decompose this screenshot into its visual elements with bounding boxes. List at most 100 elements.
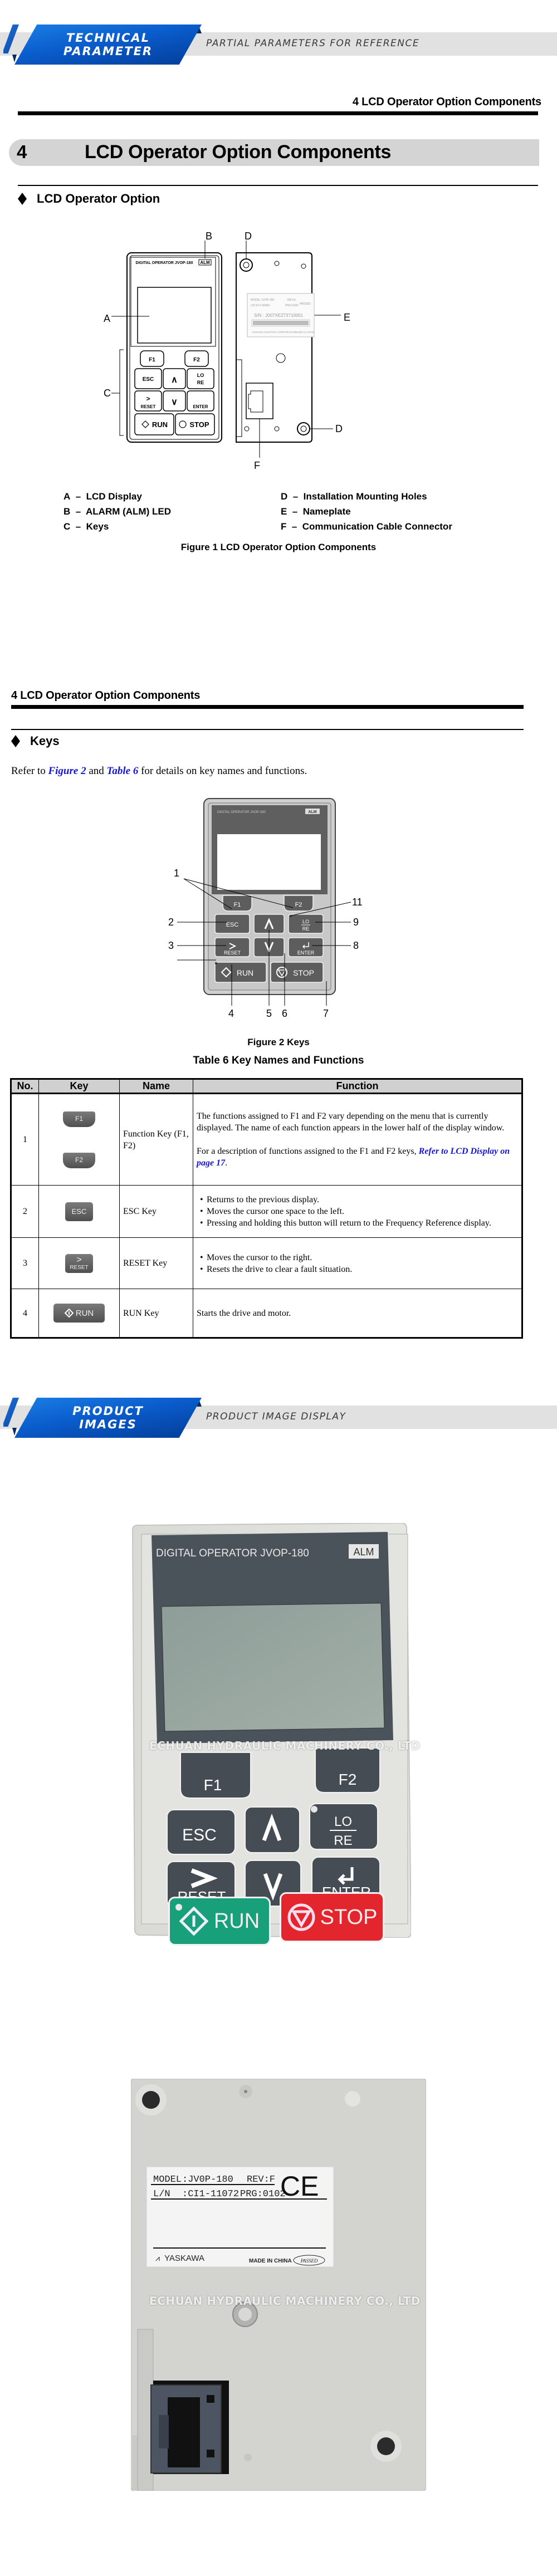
chapter-title: LCD Operator Option Components [85, 141, 392, 163]
table-row: 3 > RESET RESET Key Moves the cursor to … [11, 1237, 522, 1289]
photo-key-esc: ESC [182, 1826, 217, 1844]
nameplate-text: MODEL :JV0P-180 REV:F L/N :CI1-11072 PRG… [153, 2175, 286, 2200]
nameplate-serial: S/N : J007XE273710001 [254, 313, 304, 318]
watermark-back: ECHUAN HYDRAULIC MACHINERY CO., LTD [149, 2294, 421, 2308]
col-no: No. [11, 1079, 39, 1094]
ce-mark-icon: CE [280, 2171, 319, 2202]
photo-key-run-label: RUN [213, 1909, 260, 1933]
row-key-cell: RUN [38, 1289, 120, 1338]
keys-intro-paragraph: Refer to Figure 2 and Table 6 for detail… [11, 765, 307, 777]
legend-item: E – Nameplate [281, 506, 351, 517]
key-f2-label: F2 [295, 902, 302, 908]
nameplate-brand: YASKAWA [164, 2254, 204, 2263]
key-f1-label: F1 [234, 902, 241, 908]
photo-key-f2: F2 [339, 1771, 357, 1788]
banner-ribbon: PRODUCT IMAGES [14, 1398, 202, 1438]
link-table-6[interactable]: Table 6 [106, 765, 139, 777]
callout-e: E [344, 312, 350, 323]
table-row: 4 RUN RUN Key Starts the drive and motor… [11, 1289, 522, 1338]
figure-1-caption: Figure 1 LCD Operator Option Components [180, 542, 377, 552]
function-text: The functions assigned to F1 and F2 vary… [197, 1111, 505, 1133]
section-rule [18, 185, 538, 186]
key-functions-table: No. Key Name Function 1 F1 F2 Function K… [10, 1078, 523, 1339]
row-key-cell: ESC [38, 1185, 120, 1238]
row-no: 4 [11, 1289, 39, 1338]
link-figure-2[interactable]: Figure 2 [48, 765, 86, 777]
photo-stop-key: STOP [280, 1892, 384, 1942]
table-header-row: No. Key Name Function [11, 1079, 522, 1094]
section-rule [11, 729, 524, 730]
model-label: DIGITAL OPERATOR JVOP-180 [156, 1547, 309, 1559]
chapter-number: 4 [17, 141, 27, 162]
back-unit-drawing [236, 241, 341, 458]
alm-label: ALM [353, 1546, 374, 1558]
chapter-band [9, 139, 539, 166]
nameplate-ln: L/N SY1-00004 [251, 304, 270, 307]
key-labels: F1 F2 ESC LO RE RESET ENTER RUN STOP [224, 902, 315, 977]
nameplate-ln-label: L/N [153, 2189, 170, 2200]
run-diamond-icon [64, 1309, 74, 1318]
key-lo-label: LO [302, 919, 309, 924]
right-arrow-icon [190, 1868, 218, 1888]
row-key-cell: F1 F2 [38, 1093, 120, 1186]
callout-a: A [104, 313, 110, 324]
legend-item: B – ALARM (ALM) LED [63, 506, 171, 517]
header-rule [11, 705, 524, 709]
banner-title-line2: PARAMETER [63, 45, 153, 58]
row-name: ESC Key [119, 1185, 193, 1238]
section-title: Keys [30, 734, 60, 748]
alm-led-label: ALM [308, 810, 316, 814]
row-function: The functions assigned to F1 and F2 vary… [193, 1093, 522, 1186]
banner-subtitle: PARTIAL PARAMETERS FOR REFERENCE [206, 38, 420, 49]
key-stop-label: STOP [189, 420, 209, 429]
callout-11: 11 [352, 897, 363, 908]
key-f1-label: F1 [149, 357, 155, 363]
col-key: Key [38, 1079, 120, 1094]
banner-title-line1: TECHNICAL [66, 31, 150, 45]
function-bullet: Resets the drive to clear a fault situat… [197, 1263, 518, 1275]
row-key-cell: > RESET [38, 1237, 120, 1289]
key-run-label: RUN [152, 420, 168, 429]
table-row: 1 F1 F2 Function Key (F1, F2) The functi… [11, 1093, 522, 1186]
nameplate-model-label: MODEL [153, 2175, 182, 2185]
front-unit-model-label: DIGITAL OPERATOR JVOP-180 [136, 261, 193, 265]
alm-led-label: ALM [200, 260, 210, 265]
key-lo-label: LO [197, 373, 204, 378]
function-bullet: Moves the cursor one space to the left. [197, 1206, 518, 1217]
nameplate-rev: REV.A [287, 298, 296, 302]
callout-4: 4 [228, 1008, 234, 1019]
banner-title-line1: PRODUCT [72, 1404, 144, 1418]
right-arrow-icon [229, 943, 237, 949]
function-bullet: Returns to the previous display. [197, 1194, 518, 1206]
legend-item: D – Installation Mounting Holes [281, 491, 427, 502]
callout-7: 7 [323, 1008, 329, 1019]
down-arrow-icon [263, 1873, 283, 1901]
yaskawa-logo-icon: ⩘ [155, 2254, 160, 2262]
nameplate-drawing: MODEL JVOP-180 REV.A L/N SY1-00004 PRG 0… [247, 293, 315, 337]
nameplate-rev: REV:F [247, 2175, 275, 2185]
link-lcd-display-page-17[interactable]: Refer to LCD Display on page 17 [197, 1147, 510, 1168]
figure-1-legend-right: D – Installation Mounting Holes E – Name… [281, 489, 452, 534]
stop-icon [287, 1903, 315, 1931]
run-led [175, 1904, 182, 1911]
diamond-bullet-icon [11, 735, 20, 747]
key-right-label: > [146, 395, 150, 403]
key-esc-label: ESC [226, 922, 239, 928]
function-text: For a description of functions assigned … [197, 1147, 510, 1168]
function-bullet: Moves the cursor to the right. [197, 1252, 518, 1263]
key-re-label: RE [302, 926, 310, 932]
col-function: Function [193, 1079, 522, 1094]
banner-title-line2: IMAGES [79, 1418, 137, 1431]
key-enter-label: ENTER [297, 950, 315, 956]
callout-lines [177, 878, 351, 1006]
f1-key-icon: F1 [63, 1111, 95, 1127]
key-down-label: ∨ [171, 398, 178, 407]
row-name: RUN Key [119, 1289, 193, 1338]
nameplate-model-value: :JV0P-180 [182, 2175, 233, 2185]
key-run-label: RUN [237, 968, 253, 977]
run-diamond-icon [221, 967, 232, 978]
stop-circle-icon [276, 967, 287, 978]
nameplate-origin: MADE IN CHINA [249, 2258, 292, 2264]
esc-key-icon: ESC [65, 1202, 93, 1221]
nameplate-model: MODEL JVOP-180 [251, 298, 274, 302]
